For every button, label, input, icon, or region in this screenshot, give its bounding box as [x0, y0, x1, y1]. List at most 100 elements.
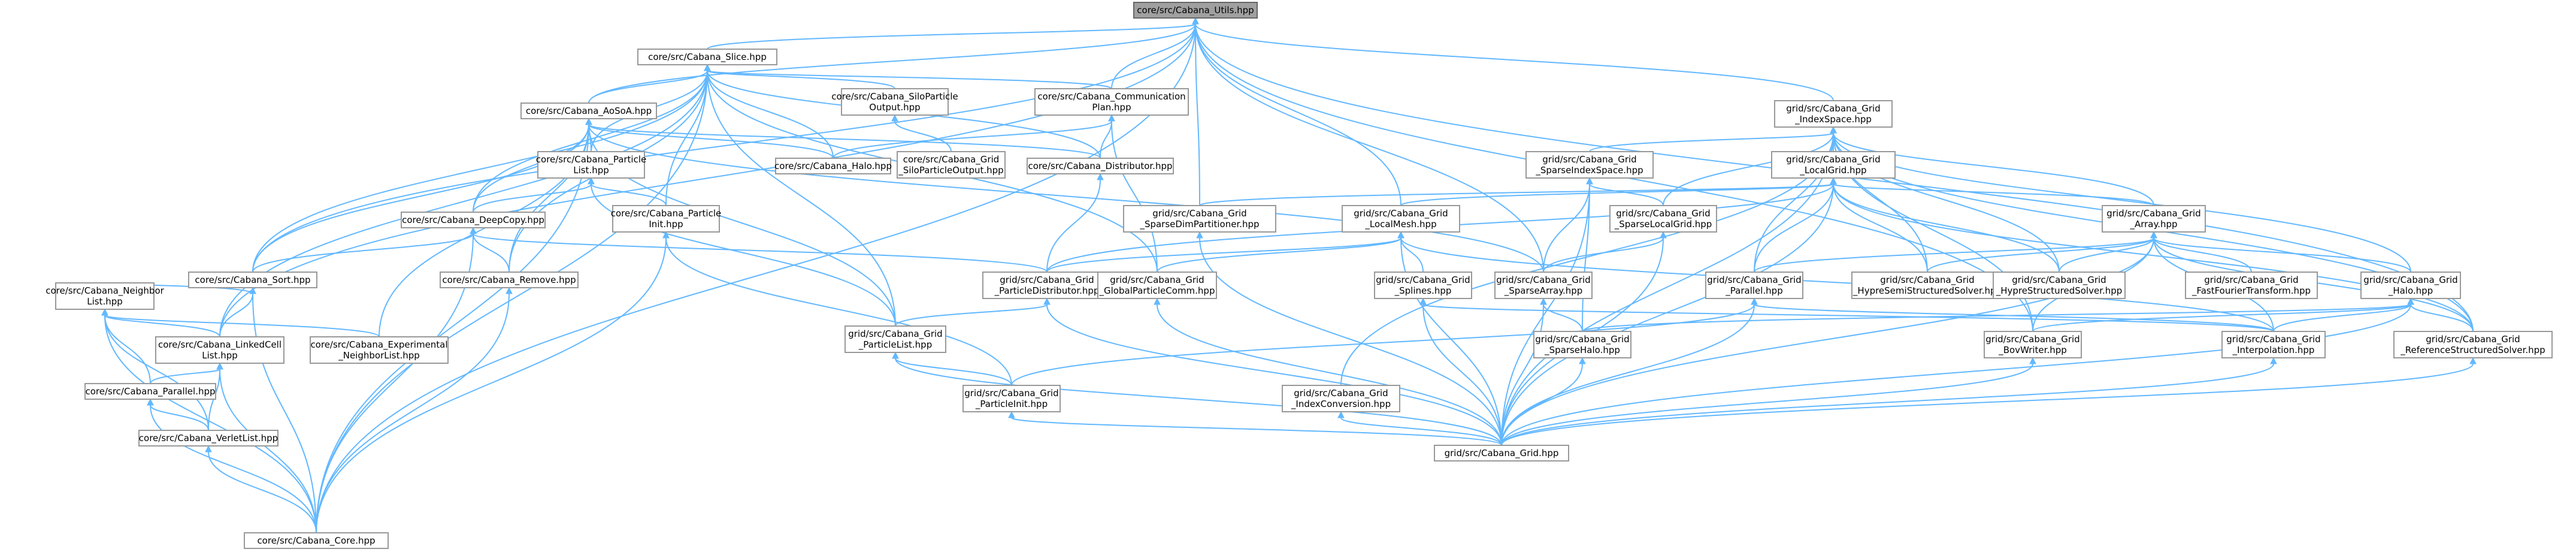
- node-localgrid[interactable]: grid/src/Cabana_Grid_LocalGrid.hpp: [1771, 151, 1896, 179]
- node-deepcopy[interactable]: core/src/Cabana_DeepCopy.hpp: [401, 212, 546, 228]
- node-aosoa[interactable]: core/src/Cabana_AoSoA.hpp: [520, 102, 657, 119]
- edge-expnl-to-nlist: [101, 308, 380, 337]
- node-box: [1774, 100, 1893, 128]
- edge-line: [316, 23, 1196, 533]
- edge-grid-to-gpinit: [1008, 411, 1502, 446]
- node-array[interactable]: grid/src/Cabana_Grid_Array.hpp: [2102, 205, 2206, 233]
- edge-arrowhead: [1419, 297, 1427, 305]
- edge-arrowhead: [1751, 297, 1758, 305]
- node-label: Output.hpp: [869, 102, 920, 113]
- node-refsolver[interactable]: grid/src/Cabana_Grid_ReferenceStructured…: [2393, 331, 2553, 358]
- edge-line: [252, 70, 708, 273]
- node-core[interactable]: core/src/Cabana_Core.hpp: [244, 532, 389, 549]
- edge-line: [1400, 237, 1502, 446]
- edge-line: [1501, 363, 1583, 446]
- edge-line: [894, 120, 952, 152]
- node-box: [1533, 331, 1631, 358]
- edge-arrowhead: [891, 114, 898, 122]
- node-slocalgrid[interactable]: grid/src/Cabana_Grid_SparseLocalGrid.hpp: [1609, 205, 1717, 233]
- edge-remove-to-deepcopy: [470, 227, 510, 273]
- node-plist[interactable]: core/src/Cabana_ParticleList.hpp: [536, 151, 647, 179]
- edge-line: [1833, 183, 1928, 273]
- node-sarray[interactable]: grid/src/Cabana_Grid_SparseArray.hpp: [1494, 272, 1593, 299]
- edges-layer: [101, 17, 2477, 533]
- node-bov[interactable]: grid/src/Cabana_Grid_BovWriter.hpp: [1984, 331, 2082, 358]
- node-ghalo[interactable]: grid/src/Cabana_Grid_Halo.hpp: [2360, 272, 2461, 299]
- edge-line: [1340, 417, 1502, 446]
- edge-grid-to-sparseidx: [1501, 177, 1593, 446]
- edge-arrowhead: [1586, 177, 1593, 185]
- node-idxconv[interactable]: grid/src/Cabana_Grid_IndexConversion.hpp: [1282, 385, 1400, 412]
- node-halo[interactable]: core/src/Cabana_Halo.hpp: [774, 158, 892, 174]
- node-gpcomm[interactable]: grid/src/Cabana_Grid_GlobalParticleComm.…: [1097, 272, 1217, 299]
- edge-line: [1011, 304, 1755, 386]
- node-label: core/src/Cabana_Neighbor: [46, 285, 164, 297]
- node-parallel[interactable]: core/src/Cabana_Parallel.hpp: [84, 383, 216, 400]
- node-box: [637, 49, 777, 65]
- edge-gpcomm-to-commplan: [1108, 114, 1158, 273]
- edge-line: [1199, 183, 1834, 206]
- node-remove[interactable]: core/src/Cabana_Remove.hpp: [440, 272, 579, 288]
- edge-arrowhead: [101, 308, 108, 316]
- node-label: _NeighborList.hpp: [338, 350, 420, 361]
- edge-line: [2153, 237, 2411, 273]
- node-box: [537, 151, 645, 179]
- edge-arrowhead: [588, 177, 595, 185]
- edge-core-to-verlet: [205, 445, 317, 533]
- node-gparallel[interactable]: grid/src/Cabana_Grid_Parallel.hpp: [1705, 272, 1803, 299]
- node-label: _LocalMesh.hpp: [1364, 219, 1436, 230]
- node-sort[interactable]: core/src/Cabana_Sort.hpp: [188, 272, 317, 288]
- node-interp[interactable]: grid/src/Cabana_Grid_Interpolation.hpp: [2221, 331, 2326, 358]
- node-pdistrib[interactable]: grid/src/Cabana_Grid_ParticleDistributor…: [982, 272, 1112, 299]
- node-box: [188, 272, 317, 288]
- edge-line: [252, 233, 474, 273]
- node-box: [612, 205, 720, 233]
- node-slice[interactable]: core/src/Cabana_Slice.hpp: [637, 49, 777, 65]
- node-box: [84, 383, 216, 400]
- node-hyprestruct[interactable]: grid/src/Cabana_Grid_HypreStructuredSolv…: [1993, 272, 2126, 299]
- node-label: _HypreStructuredSolver.hpp: [1996, 285, 2123, 297]
- node-siloout[interactable]: core/src/Cabana_SiloParticleOutput.hpp: [831, 88, 958, 116]
- edge-grid-to-idxconv: [1337, 411, 1502, 446]
- node-nlist[interactable]: core/src/Cabana_NeighborList.hpp: [46, 282, 165, 310]
- edge-grid-to-gplist: [892, 351, 1502, 446]
- node-distributor[interactable]: core/src/Cabana_Distributor.hpp: [1027, 158, 1174, 174]
- edge-grid-to-gpcomm: [1154, 297, 1502, 446]
- node-gplist[interactable]: grid/src/Cabana_Grid_ParticleList.hpp: [844, 325, 946, 353]
- node-gsilo[interactable]: core/src/Cabana_Grid_SiloParticleOutput.…: [897, 151, 1006, 179]
- edge-grid-to-pdistrib: [1043, 297, 1502, 446]
- node-label: core/src/Cabana_Halo.hpp: [774, 161, 892, 172]
- node-sdimpart[interactable]: grid/src/Cabana_Grid_SparseDimPartitione…: [1123, 205, 1276, 233]
- edge-line: [1543, 237, 1664, 273]
- edge-line: [588, 124, 1101, 159]
- node-indexspace[interactable]: grid/src/Cabana_Grid_IndexSpace.hpp: [1774, 100, 1893, 128]
- node-fft[interactable]: grid/src/Cabana_Grid_FastFourierTransfor…: [2185, 272, 2318, 299]
- node-box: [440, 272, 579, 288]
- edge-gpinit-to-pinit: [662, 231, 1012, 386]
- node-gpinit[interactable]: grid/src/Cabana_Grid_ParticleInit.hpp: [962, 385, 1061, 412]
- node-label: List.hpp: [202, 350, 238, 361]
- edge-arrowhead: [585, 117, 592, 125]
- node-hypresemi[interactable]: grid/src/Cabana_Grid_HypreSemiStructured…: [1851, 272, 2003, 299]
- node-utils[interactable]: core/src/Cabana_Utils.hpp: [1133, 2, 1258, 19]
- node-splines[interactable]: grid/src/Cabana_Grid_Splines.hpp: [1374, 272, 1472, 299]
- node-label: core/src/Cabana_Slice.hpp: [648, 52, 767, 63]
- node-label: _SiloParticleOutput.hpp: [898, 165, 1003, 176]
- node-sparseidx[interactable]: grid/src/Cabana_Grid_SparseIndexSpace.hp…: [1525, 151, 1654, 179]
- edge-core-to-sort: [249, 286, 317, 533]
- edge-line: [1543, 183, 1590, 273]
- edge-line: [1046, 237, 1401, 273]
- node-verlet[interactable]: core/src/Cabana_VerletList.hpp: [138, 430, 279, 447]
- node-expnl[interactable]: core/src/Cabana_Experimental_NeighborLis…: [310, 336, 449, 364]
- edge-line: [1833, 183, 2154, 206]
- edge-line: [1157, 304, 1502, 446]
- node-shalo[interactable]: grid/src/Cabana_Grid_SparseHalo.hpp: [1533, 331, 1631, 358]
- node-grid[interactable]: grid/src/Cabana_Grid.hpp: [1434, 445, 1569, 462]
- edge-line: [833, 120, 1112, 159]
- edge-line: [316, 233, 474, 533]
- node-localmesh[interactable]: grid/src/Cabana_Grid_LocalMesh.hpp: [1342, 205, 1460, 233]
- node-pinit[interactable]: core/src/Cabana_ParticleInit.hpp: [611, 205, 722, 233]
